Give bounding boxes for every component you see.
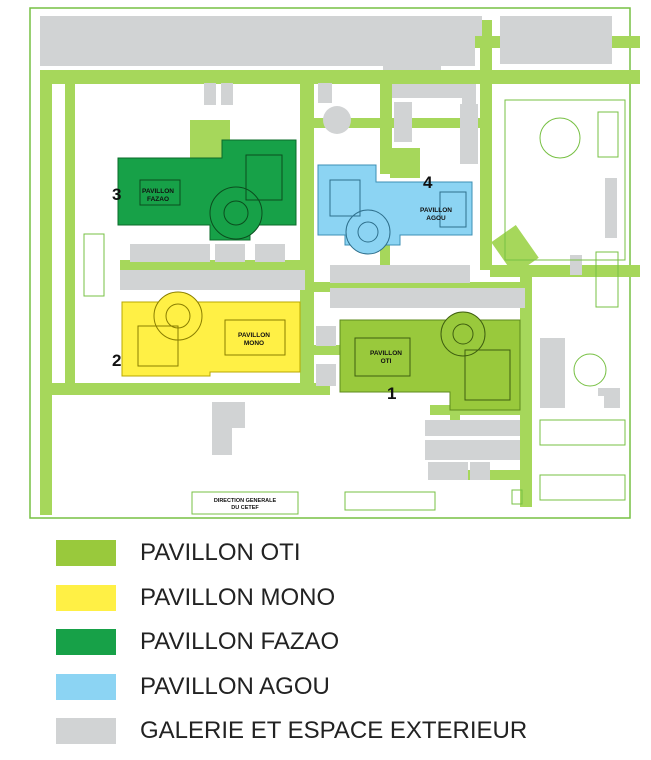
pavillon-fazao[interactable] [117,139,297,241]
mono-label-line2: MONO [244,340,264,347]
site-map: PAVILLON FAZAO PAVILLON AGOU PAVILLON MO… [29,7,640,519]
direction-label-line1: DIRECTION GENERALE [214,498,277,504]
agou-label-line1: PAVILLON [420,207,452,214]
legend-label-oti: PAVILLON OTI [140,539,301,566]
pavillon-oti[interactable] [339,311,521,411]
legend-label-mono: PAVILLON MONO [140,583,336,611]
legend-item-fazao: PAVILLON FAZAO [56,625,616,670]
legend-swatch-agou [56,673,116,700]
fazao-label-line2: FAZAO [147,196,169,203]
legend-swatch-oti [56,540,116,566]
pavillon-mono[interactable] [121,291,301,377]
pavilion-number-3: 3 [112,185,121,204]
legend-label-galerie: GALERIE ET ESPACE EXTERIEUR [140,717,528,744]
legend-item-galerie: GALERIE ET ESPACE EXTERIEUR [56,714,616,759]
oti-label-line2: OTI [381,358,392,365]
direction-building [191,491,299,515]
pavilion-number-2: 2 [112,351,121,370]
legend-swatch-fazao [56,629,116,655]
galleries [40,16,620,480]
legend-item-mono: PAVILLON MONO [56,581,616,626]
legend: PAVILLON OTI PAVILLON MONO PAVILLON FAZA… [56,536,616,759]
oti-label-line1: PAVILLON [370,350,402,357]
legend-item-oti: PAVILLON OTI [56,536,616,581]
pavillon-agou[interactable] [317,164,473,255]
fazao-label-line1: PAVILLON [142,188,174,195]
pavilion-number-1: 1 [387,384,396,403]
mono-label-line1: PAVILLON [238,332,270,339]
legend-label-fazao: PAVILLON FAZAO [140,628,340,655]
legend-label-agou: PAVILLON AGOU [140,672,330,700]
agou-label-line2: AGOU [426,215,446,222]
outline-structures [83,99,626,511]
pavilion-number-4: 4 [423,173,433,192]
direction-label-line2: DU CETEF [231,505,259,511]
legend-item-agou: PAVILLON AGOU [56,670,616,715]
legend-swatch-mono [56,584,116,611]
legend-swatch-galerie [56,718,116,744]
